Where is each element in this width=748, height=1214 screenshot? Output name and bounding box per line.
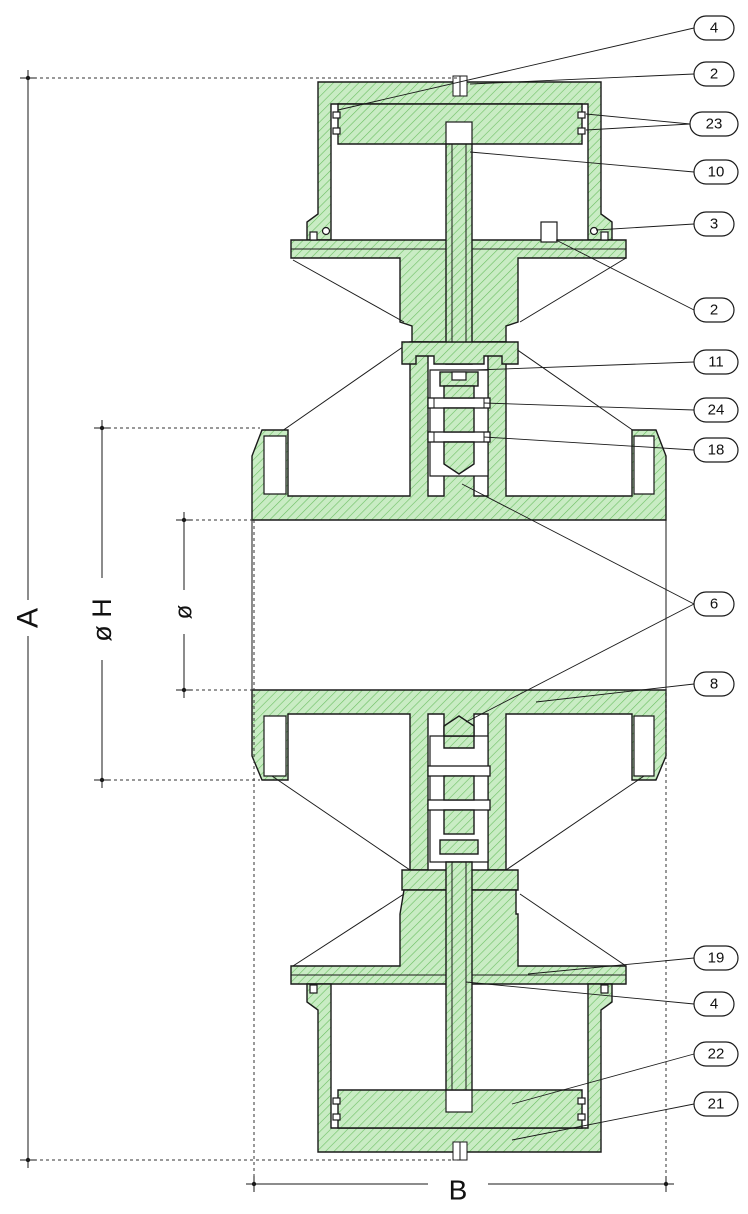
top-stem: [445, 143, 473, 365]
dimension-h-label: ø H: [87, 598, 117, 642]
callout-4: 4: [693, 15, 735, 41]
upper-flange-recess: [633, 435, 655, 495]
svg-text:2: 2: [710, 66, 718, 83]
callout-2: 2: [693, 61, 735, 87]
svg-text:11: 11: [708, 354, 724, 371]
svg-text:21: 21: [708, 1096, 725, 1113]
callout-11: 11: [693, 349, 739, 375]
svg-text:2: 2: [710, 302, 718, 319]
upper-flange-recess: [263, 435, 287, 495]
upper-body: [251, 257, 667, 521]
coupling-pin-18: [427, 431, 491, 443]
upper-body-flange: [251, 341, 667, 521]
wedge-tip: [443, 441, 475, 475]
svg-text:6: 6: [710, 596, 718, 613]
dimension-bore-label: ø: [171, 604, 198, 619]
lower-cylinder-housing: [306, 983, 613, 1153]
dimension-b-label: B: [449, 1175, 468, 1206]
callout-4b: 4: [693, 991, 735, 1017]
svg-text:19: 19: [708, 950, 725, 967]
lower-coupling-pin: [427, 799, 491, 811]
piston-seal: [332, 127, 341, 135]
dimension-bore: ø: [171, 512, 254, 698]
svg-text:4: 4: [710, 996, 718, 1013]
piston-seal: [577, 127, 586, 135]
callout-24: 24: [693, 397, 739, 423]
top-actuator: [290, 75, 627, 365]
svg-text:18: 18: [708, 442, 725, 459]
pipe-bore: [251, 520, 667, 690]
lower-body: [251, 689, 667, 1161]
callout-19: 19: [693, 945, 739, 971]
callout-8: 8: [693, 671, 735, 697]
seal-groove: [600, 231, 609, 241]
seal-groove: [309, 231, 318, 241]
piston-seal: [577, 111, 586, 119]
lower-stem: [445, 861, 473, 1091]
svg-text:3: 3: [710, 216, 718, 233]
callout-10: 10: [693, 159, 739, 185]
top-cylinder-housing: [306, 81, 613, 241]
o-ring: [589, 226, 599, 236]
svg-text:4: 4: [710, 20, 718, 37]
coupling-pin-24: [427, 397, 491, 409]
callout-23: 23: [689, 111, 739, 137]
callout-bubbles: 4 2 23 10 3 2 11 24: [689, 15, 739, 1117]
piston-seal: [332, 111, 341, 119]
callout-3: 3: [693, 211, 735, 237]
svg-text:10: 10: [708, 164, 725, 181]
callout-6: 6: [693, 591, 735, 617]
callout-2b: 2: [693, 297, 735, 323]
svg-text:22: 22: [708, 1046, 725, 1063]
callout-18: 18: [693, 437, 739, 463]
callout-21: 21: [693, 1091, 739, 1117]
coupling-bridge: [401, 341, 519, 365]
svg-text:23: 23: [706, 116, 723, 133]
o-ring: [321, 226, 331, 236]
dimension-a: A: [12, 70, 460, 1168]
lower-coupling-pin: [427, 765, 491, 777]
callout-22: 22: [693, 1041, 739, 1067]
leader-lines: [337, 27, 695, 1141]
dimension-b: B: [246, 520, 674, 1206]
svg-text:24: 24: [708, 402, 725, 419]
dimension-h: ø H: [87, 420, 260, 788]
bonnet-port: [540, 221, 558, 243]
dimension-a-label: A: [12, 608, 45, 628]
svg-text:8: 8: [710, 676, 718, 693]
piston-stem-socket: [445, 121, 473, 145]
